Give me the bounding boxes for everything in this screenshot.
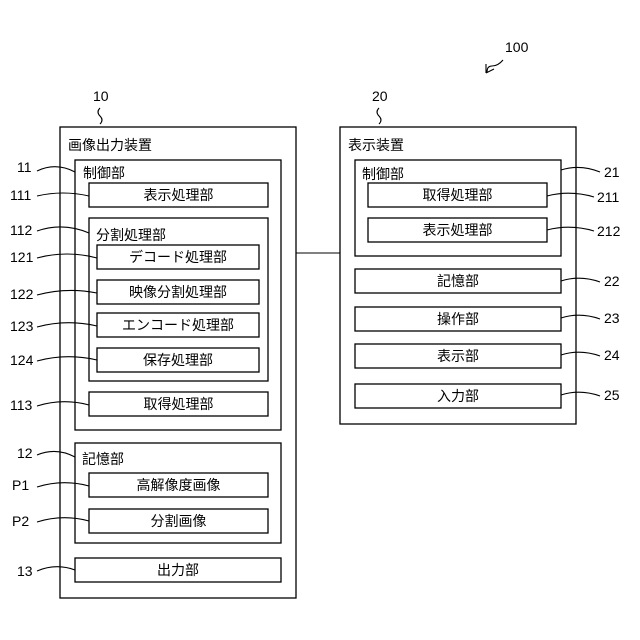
output-storage-title: 記憶部: [82, 451, 124, 468]
hires-image-ref: P1: [12, 477, 29, 493]
display-control-unit-ref: 21: [604, 164, 620, 180]
display-device-ref: 20: [372, 88, 388, 104]
display-storage-ref: 22: [604, 273, 620, 289]
output-device-ref: 10: [93, 88, 109, 104]
encode-processing-label: エンコード処理部: [122, 318, 234, 334]
output-unit-ref: 13: [17, 563, 33, 579]
output-display-processing-ref: 111: [10, 187, 31, 203]
output-control-unit-ref: 11: [17, 159, 32, 175]
encode-processing-ref: 123: [10, 318, 34, 334]
system-ref-arrow: [486, 60, 503, 73]
split-image-label: 分割画像: [151, 513, 207, 530]
operation-unit-ref: 23: [604, 310, 620, 326]
output-unit-label: 出力部: [157, 563, 199, 579]
video-split-processing-label: 映像分割処理部: [129, 284, 227, 301]
output-device-leader: [98, 108, 102, 124]
output-acquisition-label: 取得処理部: [144, 396, 214, 413]
decode-processing-label: デコード処理部: [129, 249, 227, 266]
display-device-leader: [377, 108, 381, 124]
decode-processing-ref: 121: [10, 249, 34, 265]
output-display-processing-label: 表示処理部: [144, 188, 214, 204]
output-control-unit-title: 制御部: [83, 166, 125, 182]
input-unit-label: 入力部: [437, 389, 479, 405]
output-acquisition-ref: 113: [10, 397, 33, 413]
operation-unit-label: 操作部: [437, 312, 479, 328]
display-display-processing-ref: 212: [597, 223, 621, 239]
video-split-processing-ref: 122: [10, 286, 34, 302]
display-device-title: 表示装置: [348, 138, 404, 154]
split-image-ref: P2: [12, 513, 29, 529]
save-processing-label: 保存処理部: [143, 353, 213, 369]
display-display-processing-label: 表示処理部: [423, 223, 493, 239]
display-unit-ref: 24: [604, 347, 620, 363]
display-acquisition-label: 取得処理部: [423, 187, 493, 204]
display-control-unit-title: 制御部: [362, 167, 404, 183]
display-storage-label: 記憶部: [437, 273, 479, 290]
split-processing-title: 分割処理部: [96, 227, 166, 244]
display-unit-label: 表示部: [437, 349, 479, 365]
system-ref-label: 100: [505, 39, 529, 55]
save-processing-ref: 124: [10, 352, 34, 368]
output-device-title: 画像出力装置: [68, 138, 152, 154]
split-processing-ref: 112: [10, 222, 33, 238]
output-storage-ref: 12: [17, 445, 33, 461]
hires-image-label: 高解像度画像: [137, 477, 221, 494]
display-acquisition-ref: 211: [597, 189, 620, 205]
input-unit-ref: 25: [604, 387, 620, 403]
